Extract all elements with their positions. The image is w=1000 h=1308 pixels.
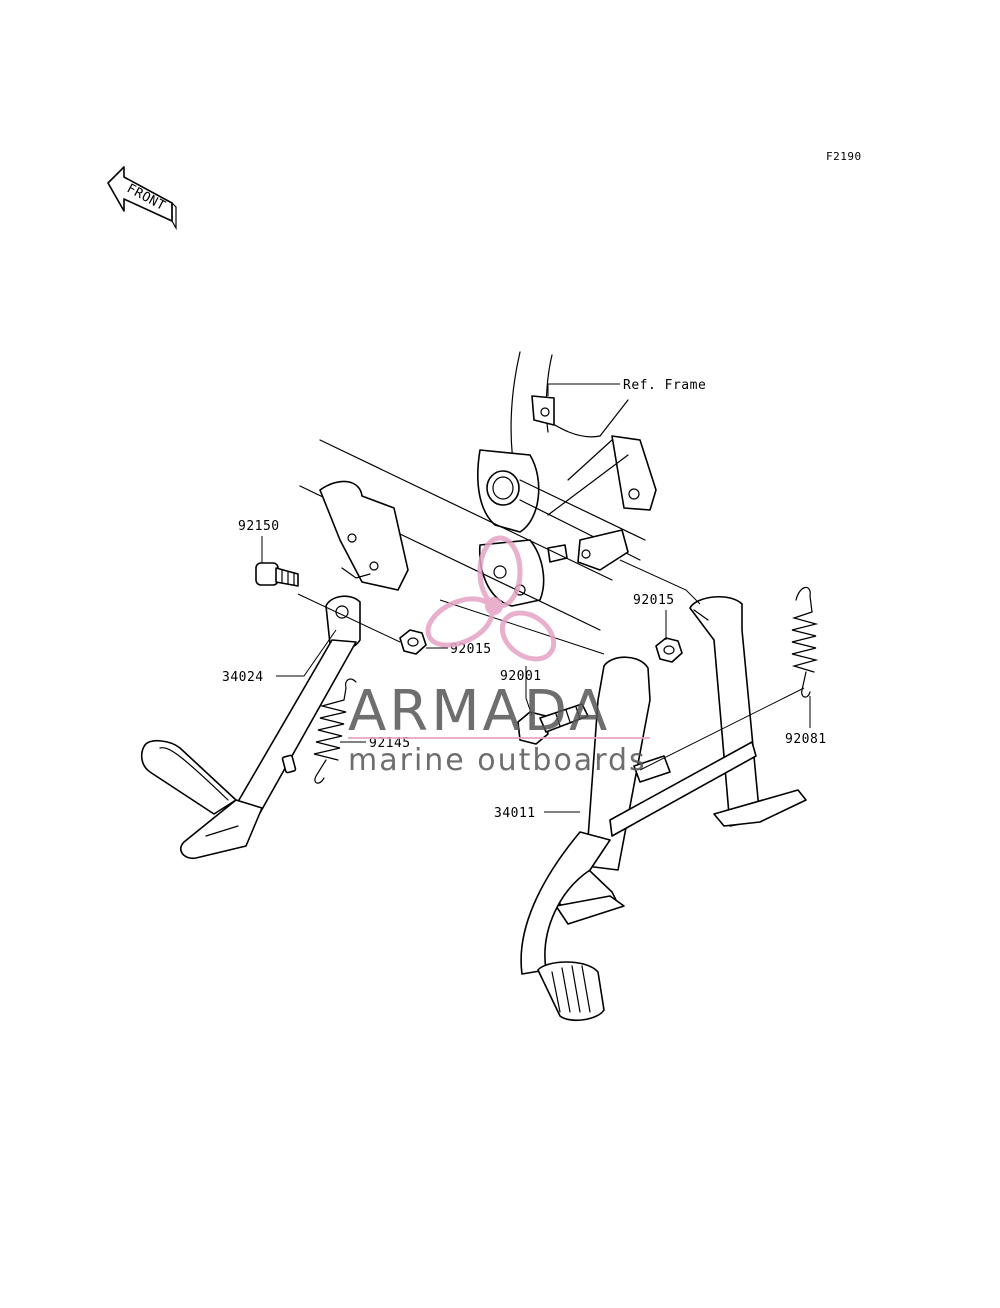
spring-left-icon [313, 678, 357, 784]
nut-right-icon [655, 637, 683, 663]
frame-icon [299, 351, 657, 631]
callout-92150: 92150 [238, 519, 280, 534]
callout-34024: 34024 [222, 670, 264, 685]
diagram-code: F2190 [826, 150, 862, 163]
callout-92001: 92001 [500, 669, 542, 684]
watermark-brand: ARMADA [348, 679, 610, 744]
pivot-pin-icon [255, 562, 299, 587]
leader-lines [261, 383, 811, 813]
spring-right-icon [791, 586, 819, 698]
propeller-logo-icon [425, 535, 557, 662]
ref-frame-label: Ref. Frame [623, 378, 706, 393]
bolt-icon [517, 703, 589, 745]
callout-92081: 92081 [785, 732, 827, 747]
nut-left-icon [399, 629, 427, 655]
side-stand-icon [140, 595, 361, 860]
callout-92015-right: 92015 [633, 593, 675, 608]
watermark-tagline: marine outboards [348, 743, 647, 778]
callout-92145: 92145 [369, 736, 411, 751]
callout-34011: 34011 [494, 806, 536, 821]
center-stand-icon [520, 595, 807, 1022]
watermark: ARMADA marine outboards [348, 535, 650, 778]
front-arrow-icon: FRONT [107, 166, 177, 231]
